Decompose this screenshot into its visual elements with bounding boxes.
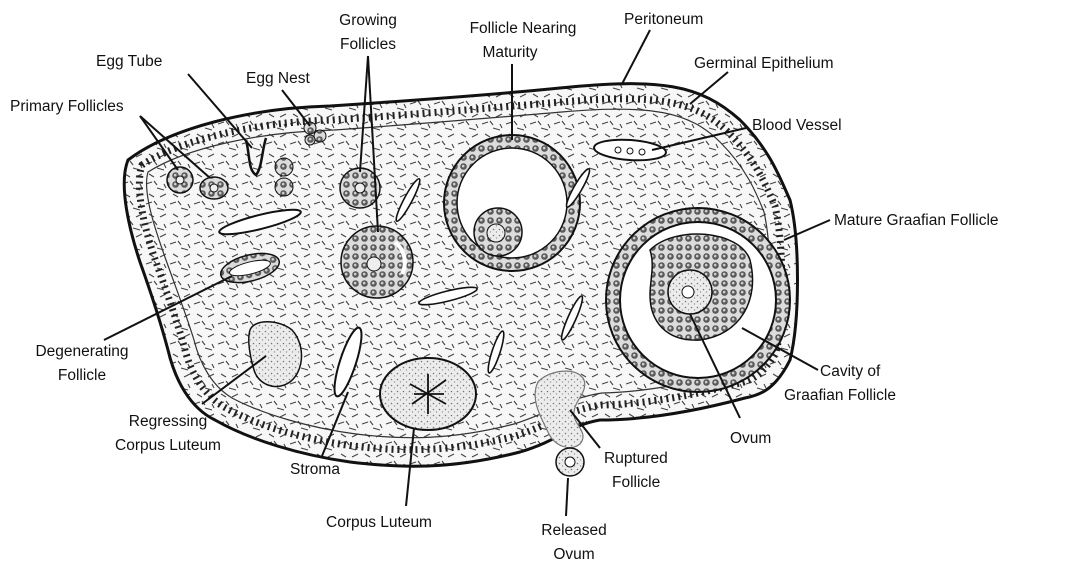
label-degenerating-follicle-line1: Degenerating xyxy=(35,343,128,360)
small-follicle xyxy=(275,178,293,196)
label-cavity-of-graafian-follicle-line2: Graafian Follicle xyxy=(784,387,896,404)
label-peritoneum: Peritoneum xyxy=(624,11,703,28)
primary-follicle-2-oocyte xyxy=(210,184,218,192)
label-egg-nest: Egg Nest xyxy=(246,70,310,87)
label-growing-follicles-line1: Growing xyxy=(339,12,397,29)
label-regressing-corpus-luteum-line1: Regressing xyxy=(129,413,207,430)
label-stroma: Stroma xyxy=(290,461,340,478)
regressing-corpus-luteum xyxy=(249,322,302,387)
label-growing-follicles-line2: Follicles xyxy=(340,36,396,53)
growing-follicle-large-oocyte xyxy=(367,257,381,271)
nearing-maturity-ovum xyxy=(487,224,505,242)
graafian-ovum-nucleus xyxy=(682,286,694,298)
released-ovum xyxy=(556,448,584,476)
label-cavity-of-graafian-follicle-line1: Cavity of xyxy=(820,363,881,380)
egg-nest-cell xyxy=(304,122,316,134)
label-ruptured-follicle-line1: Ruptured xyxy=(604,450,668,467)
primary-follicle-1-oocyte xyxy=(176,176,184,184)
label-germinal-epithelium: Germinal Epithelium xyxy=(694,55,834,72)
small-follicle xyxy=(275,158,293,176)
released-ovum-nucleus xyxy=(565,457,575,467)
label-ruptured-follicle-line2: Follicle xyxy=(612,474,660,491)
label-released-ovum-line2: Ovum xyxy=(553,546,594,563)
label-primary-follicles: Primary Follicles xyxy=(10,98,124,115)
label-follicle-nearing-maturity-line2: Maturity xyxy=(482,44,537,61)
label-corpus-luteum: Corpus Luteum xyxy=(326,514,432,531)
leader-peritoneum xyxy=(622,30,650,84)
label-ovum: Ovum xyxy=(730,430,771,447)
corpus-luteum xyxy=(380,358,476,430)
label-regressing-corpus-luteum-line2: Corpus Luteum xyxy=(115,437,221,454)
egg-nest-cell xyxy=(314,130,326,142)
label-released-ovum-line1: Released xyxy=(541,522,607,539)
leader-released-ovum xyxy=(566,478,568,516)
egg-nest-cell xyxy=(305,135,315,145)
label-egg-tube: Egg Tube xyxy=(96,53,162,70)
label-blood-vessel: Blood Vessel xyxy=(752,117,842,134)
follicle-nearing-maturity xyxy=(444,135,580,271)
mature-graafian-follicle xyxy=(606,208,790,392)
growing-follicle-small-oocyte xyxy=(355,183,365,193)
label-follicle-nearing-maturity-line1: Follicle Nearing xyxy=(470,20,577,37)
label-mature-graafian-follicle: Mature Graafian Follicle xyxy=(834,212,999,229)
label-degenerating-follicle-line2: Follicle xyxy=(58,367,106,384)
